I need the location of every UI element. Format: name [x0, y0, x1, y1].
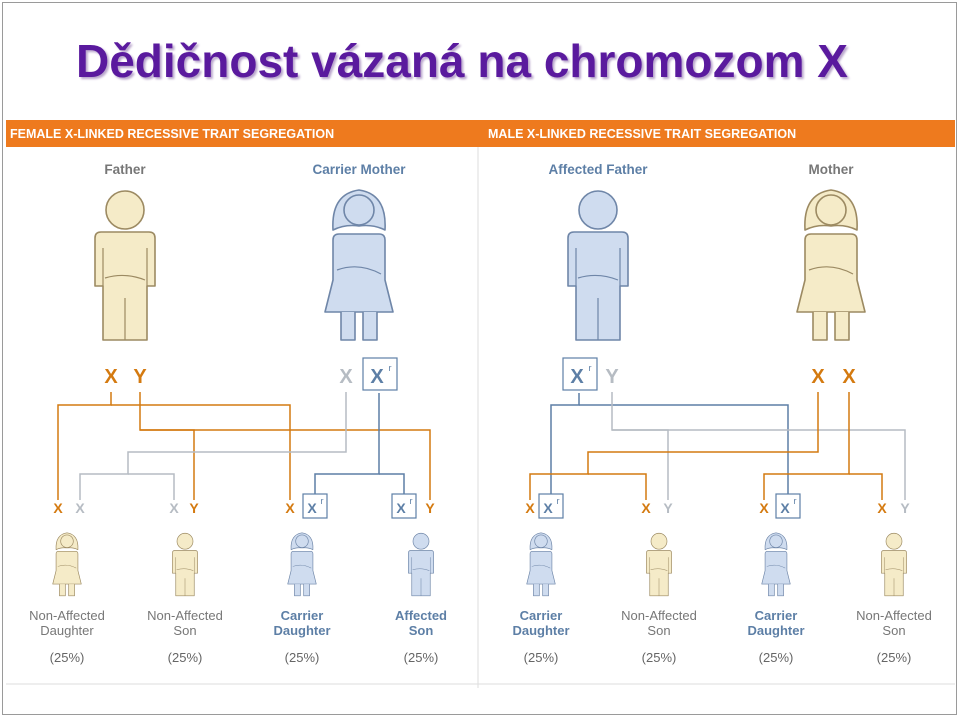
- panel-1-child-chrom-5: X: [780, 500, 790, 516]
- panel-1-parent-1-figure: [796, 189, 866, 341]
- panel-0-child-0-percent: (25%): [50, 650, 85, 665]
- panel-0-parent-0-figure: [94, 190, 156, 341]
- panel-0-child-2-percent: (25%): [285, 650, 320, 665]
- panel-0-child-0-label-2: Daughter: [40, 623, 94, 638]
- panel-1-child-chrom-5-superscript: r: [794, 496, 797, 506]
- panel-0-child-chrom-6-box: [391, 493, 417, 519]
- panel-0-parent-1-figure: [324, 189, 394, 341]
- panel-1-child-0-figure: [526, 532, 556, 597]
- panel-1-child-1-label-1: Non-Affected: [621, 608, 697, 623]
- panel-0-parent-0-label: Father: [104, 162, 146, 177]
- panel-1-child-chrom-2: X: [641, 500, 651, 516]
- panel-1-father-y: Y: [605, 366, 619, 388]
- panel-0-line-fy-c1: [140, 429, 195, 500]
- panel-1-child-chrom-1: X: [543, 500, 553, 516]
- panel-1-child-3-label-2: Son: [882, 623, 905, 638]
- panel-1-child-3-label-1: Non-Affected: [856, 608, 932, 623]
- panel-1-child-chrom-1-superscript: r: [557, 496, 560, 506]
- panel-1-child-chrom-7: Y: [900, 500, 910, 516]
- panel-1-child-2-percent: (25%): [759, 650, 794, 665]
- panel-1-child-2-figure: [761, 532, 791, 597]
- panel-0-child-chrom-5: X: [307, 500, 317, 516]
- panel-0-child-chrom-5-box: [302, 493, 328, 519]
- panel-1-child-1-label-2: Son: [647, 623, 670, 638]
- panel-0-header: FEMALE X-LINKED RECESSIVE TRAIT SEGREGAT…: [10, 127, 334, 141]
- panel-0-child-1-label-1: Non-Affected: [147, 608, 223, 623]
- panel-0-child-chrom-5-superscript: r: [321, 496, 324, 506]
- panel-0-child-2-figure: [287, 532, 317, 597]
- panel-1-child-chrom-3: Y: [663, 500, 673, 516]
- panel-1-father-xr: X: [570, 366, 584, 388]
- panel-1-line-mx2-c3: [849, 473, 883, 500]
- panel-1-father-xr-box: [562, 357, 598, 391]
- panel-0-child-1-percent: (25%): [168, 650, 203, 665]
- panel-0-line-fx-c0: [57, 392, 112, 500]
- panel-0-mother-xr: X: [370, 366, 384, 388]
- panel-1-line-fxr-c0: [550, 393, 580, 496]
- panel-0-father-x: X: [104, 366, 118, 388]
- panel-1-mother-x2: X: [842, 366, 856, 388]
- panel-1-child-1-percent: (25%): [642, 650, 677, 665]
- panel-1-line-fy-c3: [611, 392, 906, 500]
- panel-0-child-chrom-6: X: [396, 500, 406, 516]
- panel-0-line-fx-c2: [111, 404, 291, 500]
- panel-0-child-1-figure: [172, 532, 198, 597]
- panel-0-child-3-percent: (25%): [404, 650, 439, 665]
- panel-1-mother-x1: X: [811, 366, 825, 388]
- panel-1-parent-0-label: Affected Father: [548, 162, 648, 177]
- panel-1-child-1-figure: [646, 532, 672, 597]
- panel-0-child-1-label-2: Son: [173, 623, 196, 638]
- panel-1-child-3-percent: (25%): [877, 650, 912, 665]
- panel-0-child-chrom-6-superscript: r: [410, 496, 413, 506]
- panel-0-child-0-label-1: Non-Affected: [29, 608, 105, 623]
- panel-1-line-mx1-c1: [588, 473, 647, 500]
- panel-1-child-0-percent: (25%): [524, 650, 559, 665]
- panel-0-child-3-figure: [408, 532, 434, 597]
- panel-0-parent-1-label: Carrier Mother: [312, 162, 406, 177]
- panel-0-child-3-label-2: Son: [409, 623, 434, 638]
- panel-0-child-3-label-1: Affected: [395, 608, 447, 623]
- panel-0-child-0-figure: [52, 532, 82, 597]
- header-bar: [6, 120, 955, 147]
- panel-0-mother-xr-superscript: r: [389, 363, 392, 373]
- panel-1-child-chrom-6: X: [877, 500, 887, 516]
- panel-1-child-0-label-2: Daughter: [512, 623, 569, 638]
- panel-0-line-mxr-c2: [314, 393, 380, 496]
- panel-1-line-mx1-c0: [529, 392, 819, 500]
- panel-1-parent-0-figure: [567, 190, 629, 341]
- panel-1-child-chrom-1-box: [538, 493, 564, 519]
- panel-1-line-fy-c1: [612, 429, 669, 500]
- panel-0-child-chrom-2: X: [169, 500, 179, 516]
- panel-0-line-mxr-c3: [379, 473, 405, 496]
- panel-1-child-2-label-2: Daughter: [747, 623, 804, 638]
- panel-0-child-2-label-2: Daughter: [273, 623, 330, 638]
- panel-1-parent-1-label: Mother: [809, 162, 855, 177]
- panel-0-father-y: Y: [133, 366, 147, 388]
- panel-0-line-mx-c1: [128, 473, 175, 500]
- panel-1-child-2-label-1: Carrier: [755, 608, 798, 623]
- panel-0-child-chrom-3: Y: [189, 500, 199, 516]
- panel-0-mother-x: X: [339, 366, 353, 388]
- panel-0-mother-xr-box: [362, 357, 398, 391]
- panel-1-child-chrom-0: X: [525, 500, 535, 516]
- panel-0-line-mx-c0: [79, 392, 347, 500]
- panel-0-line-fy-c3: [139, 392, 431, 500]
- slide-title: Dědičnost vázaná na chromozom X: [76, 35, 848, 87]
- panel-1-child-3-figure: [881, 532, 907, 597]
- panel-0-child-chrom-0: X: [53, 500, 63, 516]
- panel-1-child-chrom-5-box: [775, 493, 801, 519]
- panel-0-child-chrom-4: X: [285, 500, 295, 516]
- panel-1-child-0-label-1: Carrier: [520, 608, 563, 623]
- panel-1-line-mx2-c2: [763, 392, 850, 500]
- panel-0-child-2-label-1: Carrier: [281, 608, 324, 623]
- panel-1-header: MALE X-LINKED RECESSIVE TRAIT SEGREGATIO…: [488, 127, 796, 141]
- panel-0-child-chrom-1: X: [75, 500, 85, 516]
- panel-1-child-chrom-4: X: [759, 500, 769, 516]
- panel-0-child-chrom-7: Y: [425, 500, 435, 516]
- panel-1-line-fxr-c2: [579, 404, 789, 496]
- panel-1-father-xr-superscript: r: [589, 363, 592, 373]
